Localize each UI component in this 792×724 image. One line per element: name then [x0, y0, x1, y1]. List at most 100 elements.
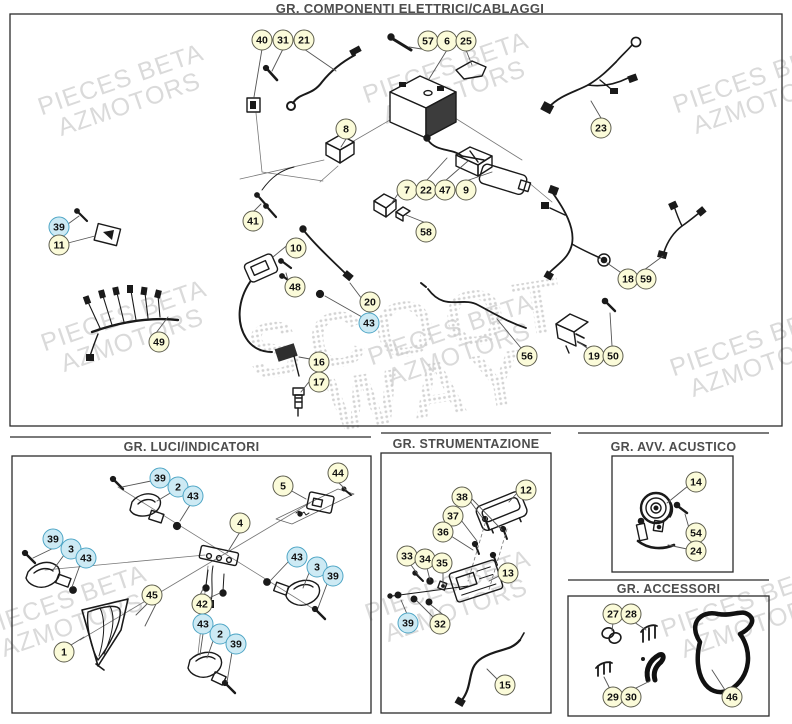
callout-elettrici-16[interactable]: 16: [308, 351, 330, 373]
callout-luci-43[interactable]: 43: [192, 613, 214, 635]
callout-avv_acustico-54[interactable]: 54: [685, 522, 707, 544]
callout-luci-43[interactable]: 43: [75, 547, 97, 569]
panel-avv-acustico-border: [611, 455, 734, 573]
callout-accessori-28[interactable]: 28: [620, 603, 642, 625]
sketch-clip-28: [640, 624, 658, 643]
sketch-ecu-9: [478, 163, 532, 196]
callout-luci-39[interactable]: 39: [225, 633, 247, 655]
callout-elettrici-7[interactable]: 7: [396, 179, 418, 201]
panel-elettrici-border: [9, 13, 783, 427]
callout-elettrici-56[interactable]: 56: [516, 345, 538, 367]
sketch-indicator-bottom: [187, 651, 237, 695]
sketch-connector-40: [246, 97, 261, 113]
callout-elettrici-9[interactable]: 9: [455, 179, 477, 201]
construction-lines: [239, 112, 553, 203]
sketch-cable-battery-regulator: [423, 134, 463, 157]
sketch-horn-14: [639, 491, 674, 533]
sketch-flasher-11: [74, 208, 122, 247]
callout-elettrici-10[interactable]: 10: [285, 237, 307, 259]
sketch-license-light: [275, 486, 355, 525]
panel-title-strumentazione: GR. STRUMENTAZIONE: [392, 437, 540, 451]
callout-luci-42[interactable]: 42: [191, 593, 213, 615]
sketch-cable-56: [420, 282, 527, 329]
sketch-bolts-41: [254, 166, 295, 219]
leader-lines-elettrici: [67, 46, 664, 393]
callout-elettrici-31[interactable]: 31: [272, 29, 294, 51]
callout-luci-43[interactable]: 43: [286, 546, 308, 568]
callout-elettrici-6[interactable]: 6: [436, 30, 458, 52]
callout-luci-39[interactable]: 39: [149, 467, 171, 489]
panel-title-avv-acustico: GR. AVV. ACUSTICO: [610, 440, 737, 454]
panel-strumentazione-border: [380, 452, 552, 714]
callout-luci-45[interactable]: 45: [141, 584, 163, 606]
callout-elettrici-59[interactable]: 59: [635, 268, 657, 290]
sketch-battery-cable: [286, 45, 362, 111]
callout-avv_acustico-24[interactable]: 24: [685, 540, 707, 562]
sketch-bolt-54: [673, 501, 689, 515]
panel-borders: [9, 13, 783, 717]
callout-strumentazione-36[interactable]: 36: [432, 521, 454, 543]
panel-luci-border: [11, 455, 372, 714]
callout-elettrici-58[interactable]: 58: [415, 221, 437, 243]
sketch-regulator: [455, 146, 493, 177]
sketch-bracket-25: [455, 60, 487, 80]
callout-strumentazione-32[interactable]: 32: [429, 613, 451, 635]
callout-luci-4[interactable]: 4: [229, 512, 251, 534]
sketch-harness-18: [541, 184, 611, 281]
leader-lines-strumentazione: [400, 492, 518, 680]
sketch-indicator-right: [263, 578, 327, 621]
sketch-relay-7: [373, 193, 397, 218]
callout-luci-39[interactable]: 39: [322, 565, 344, 587]
callout-strumentazione-38[interactable]: 38: [451, 486, 473, 508]
sketch-spark-plug-17: [292, 387, 305, 417]
sketch-indicator-top: [109, 475, 182, 531]
sketch-battery: [389, 75, 457, 139]
sketch-part-58: [395, 206, 411, 222]
callout-elettrici-8[interactable]: 8: [335, 118, 357, 140]
callout-avv_acustico-14[interactable]: 14: [685, 471, 707, 493]
callout-elettrici-11[interactable]: 11: [48, 234, 70, 256]
callout-elettrici-25[interactable]: 25: [455, 30, 477, 52]
callout-strumentazione-35[interactable]: 35: [431, 552, 453, 574]
callout-elettrici-17[interactable]: 17: [308, 371, 330, 393]
callout-elettrici-19[interactable]: 19: [583, 345, 605, 367]
callout-elettrici-57[interactable]: 57: [417, 30, 439, 52]
sketch-bolt-57: [387, 33, 413, 52]
panel-accessori-border: [567, 595, 770, 717]
callout-elettrici-23[interactable]: 23: [590, 117, 612, 139]
callout-luci-1[interactable]: 1: [53, 641, 75, 663]
sketch-clamp-27: [601, 627, 622, 644]
panel-title-elettrici: GR. COMPONENTI ELETTRICI/CABLAGGI: [275, 1, 545, 16]
sketch-bolt-50: [601, 297, 617, 313]
callout-elettrici-47[interactable]: 47: [434, 179, 456, 201]
callout-accessori-30[interactable]: 30: [620, 686, 642, 708]
callout-strumentazione-15[interactable]: 15: [494, 674, 516, 696]
callout-strumentazione-12[interactable]: 12: [515, 479, 537, 501]
callout-elettrici-50[interactable]: 50: [602, 345, 624, 367]
callout-elettrici-40[interactable]: 40: [251, 29, 273, 51]
callout-strumentazione-39[interactable]: 39: [397, 612, 419, 634]
sketch-indicator-left: [21, 549, 77, 594]
callout-elettrici-43[interactable]: 43: [358, 312, 380, 334]
sketch-headlight: [81, 598, 129, 671]
callout-luci-43[interactable]: 43: [182, 485, 204, 507]
callout-strumentazione-13[interactable]: 13: [497, 562, 519, 584]
sketch-rod-fasteners: [387, 585, 469, 606]
sketch-fasteners-33-34-35: [412, 570, 448, 591]
callout-luci-39[interactable]: 39: [42, 528, 64, 550]
callout-elettrici-41[interactable]: 41: [242, 210, 264, 232]
callout-elettrici-21[interactable]: 21: [293, 29, 315, 51]
callout-elettrici-22[interactable]: 22: [415, 179, 437, 201]
sketch-bolt-31: [262, 64, 279, 82]
sketch-harness-49: [82, 285, 180, 361]
callout-luci-5[interactable]: 5: [272, 475, 294, 497]
callout-accessori-46[interactable]: 46: [721, 686, 743, 708]
sketch-plug-cap-16: [274, 343, 300, 377]
callout-luci-44[interactable]: 44: [327, 462, 349, 484]
callout-elettrici-49[interactable]: 49: [148, 331, 170, 353]
callout-elettrici-48[interactable]: 48: [284, 276, 306, 298]
callout-elettrici-20[interactable]: 20: [359, 291, 381, 313]
callout-strumentazione-37[interactable]: 37: [442, 505, 464, 527]
